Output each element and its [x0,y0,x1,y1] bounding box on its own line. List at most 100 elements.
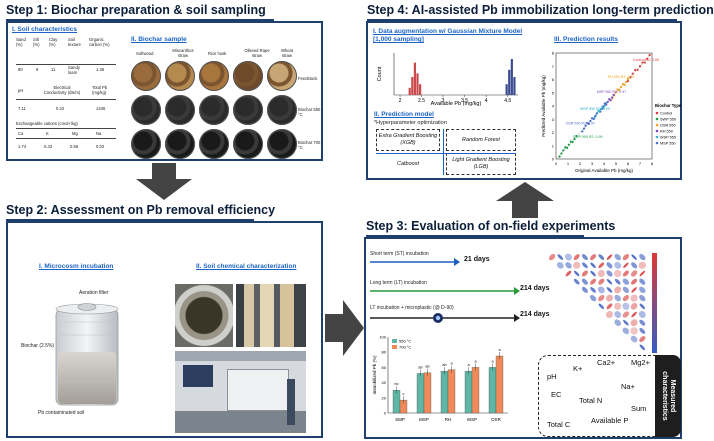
colorbar-segment [652,328,657,333]
corr-cell [557,254,564,260]
v-texture: Sandy loam [68,65,80,75]
scatter-point [609,99,612,102]
x-axis-label: Original Available Pb (mg/kg) [575,168,633,173]
colorbar-segment [652,258,657,263]
char-k: K+ [573,364,583,373]
timeline-lt-arrow [370,287,520,295]
scatter-point [594,115,597,118]
colorbar-segment [652,343,657,348]
photo-icp-instrument [175,351,306,433]
colorbar-segment [652,278,657,283]
r2-annotation: MSP 550 R2: 0.97 [597,90,626,94]
timeline-lt-label: Long term (LT) incubation [370,280,427,286]
microcosm-jar [55,303,119,406]
corr-cell [565,270,572,277]
scatter-point [621,83,624,86]
y-tick-label: 2 [552,130,555,135]
corr-cell [614,278,621,285]
scatter-point [631,72,634,75]
microcosm-heading: I. Microcosm incubation [39,263,114,270]
y-tick-label: 60 [382,365,387,370]
corr-cell [639,253,646,261]
r2-annotation: RH 550 R2: 0.99 [608,75,635,79]
corr-cell [581,278,588,285]
scatter-point [636,68,639,72]
corr-cell [573,261,581,269]
colorbar-segment [652,263,657,268]
corr-cell [639,319,646,326]
x-tick-label: MSP [419,417,429,422]
x-tick-label: 7 [639,161,642,166]
corr-cell [622,302,630,310]
colorbar-segment [652,288,657,293]
corr-cell [606,270,613,277]
scatter-point [623,83,626,87]
legend-swatch [392,339,397,343]
timeline-ltmp-days: 214 days [520,311,550,318]
y-tick-label: 80 [382,350,387,355]
significance-letter: c [403,392,405,396]
step4-title: Step 4: AI-assisted Pb immobilization lo… [367,3,714,17]
char-na: Na+ [621,382,635,391]
x-tick-label: 3 [442,98,445,104]
x-tick-label: 4 [603,161,606,166]
corr-cell [630,319,638,327]
significance-letter: ab [442,363,446,367]
corr-cell [565,262,572,269]
scatter-point [598,110,601,113]
colorbar-segment [652,313,657,318]
corr-cell [622,278,630,285]
x-tick-label: 2 [399,98,402,104]
corr-cell [622,327,630,335]
y-tick-label: 6 [552,77,555,82]
scatter-point [618,89,621,92]
corr-cell [622,295,629,302]
legend-label: 550 °C [399,339,411,344]
hist-bar-blue [505,84,508,95]
corr-cell [556,261,564,269]
corr-cell [598,262,605,269]
corr-cell [631,262,638,269]
row-feedstock: Feedstock [298,76,318,81]
corr-cell [573,270,580,277]
scatter-point [634,68,637,72]
bt-oilseed: Oilseed Rape straw [244,48,270,58]
y-tick-label: 4 [552,104,555,109]
corr-cell [614,294,621,302]
scatter-point [611,96,614,99]
biochar-photo-grid [130,59,300,161]
corr-cell [590,254,597,261]
bar [423,372,432,414]
char-ec: EC [551,390,562,399]
colorbar-segment [652,293,657,298]
char-avp: Available P [591,416,629,425]
hist-bar-blue [510,59,513,95]
corr-cell [548,253,556,261]
corr-cell [630,302,638,310]
soil-chem-heading: II. Soil chemical characterization [196,263,297,270]
significance-letter: bc [394,382,398,386]
corr-cell [614,319,621,326]
corr-cell [606,294,613,302]
corr-cell [598,254,605,260]
biochar-photo [165,95,195,125]
legend-swatch [392,345,397,349]
scatter-point [638,65,642,68]
y-tick-label: 20 [382,395,387,400]
legend-label: RH 550 [660,130,673,134]
bar [392,390,401,414]
corr-cell [581,254,588,261]
model-lgb: Light Gradient Boosting (LGB) [446,153,516,175]
correlation-heatmap [548,253,657,353]
x-tick-label: 6 [627,161,630,166]
step1-panel: I. Soil characteristics Sand (%) Silt (%… [6,21,323,161]
corr-cell [639,278,646,285]
v-na: 0.02 [96,144,105,149]
scatter-point [564,146,567,149]
corr-cell [614,261,622,269]
corr-cell [639,327,646,334]
x-tick-label: 8 [651,161,654,166]
y-axis-label: Immobilized Pb (%) [372,355,377,395]
scatter-point [605,101,608,104]
bar [464,371,473,414]
